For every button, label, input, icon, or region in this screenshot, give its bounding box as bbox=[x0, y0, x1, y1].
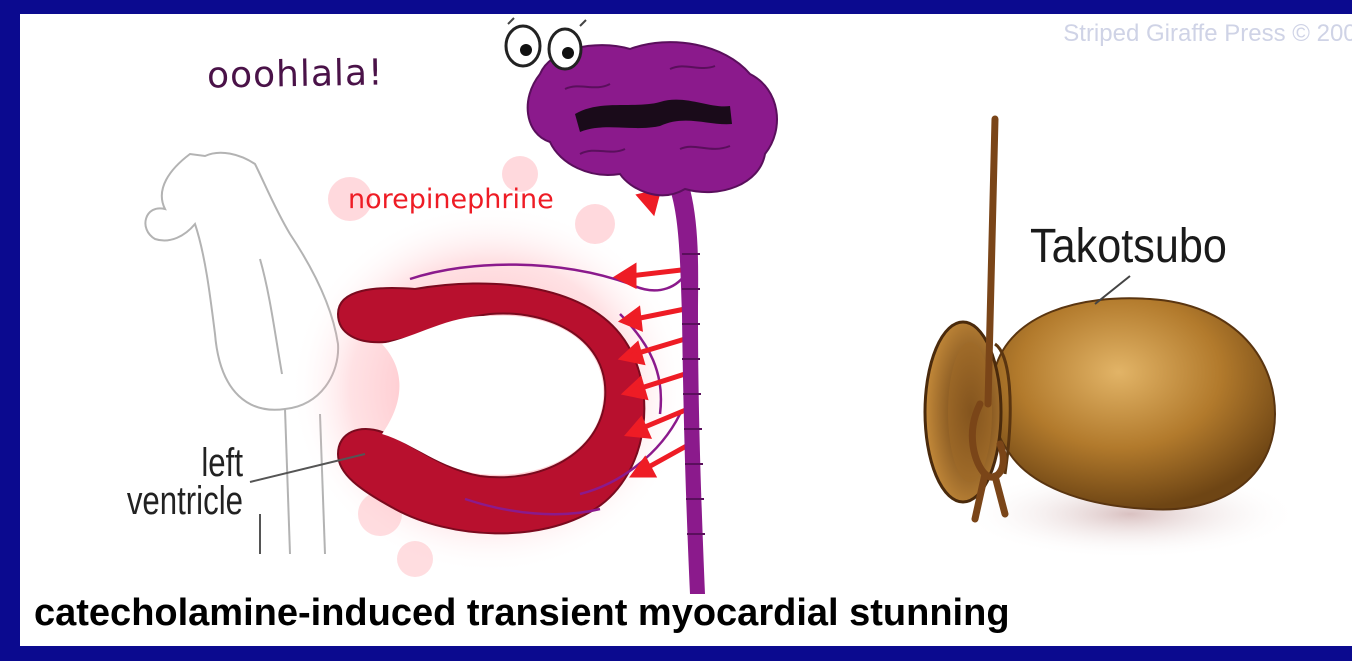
illustration bbox=[20, 14, 1352, 646]
takotsubo-label: Takotsubo bbox=[1030, 219, 1227, 274]
brain-with-eyes-icon bbox=[506, 18, 777, 195]
left-ventricle-label: left ventricle bbox=[126, 444, 243, 520]
norepinephrine-label: norepinephrine bbox=[348, 184, 554, 215]
diagram-canvas: Striped Giraffe Press © 2009 ooohlala! n… bbox=[20, 14, 1352, 646]
diagram-caption: catecholamine-induced transient myocardi… bbox=[34, 592, 1352, 635]
exclamation-text: ooohlala! bbox=[207, 52, 384, 96]
copyright-notice: Striped Giraffe Press © 2009 bbox=[1063, 20, 1352, 48]
left-ventricle-label-line1: left bbox=[126, 444, 243, 482]
left-ventricle-label-line2: ventricle bbox=[126, 482, 243, 520]
